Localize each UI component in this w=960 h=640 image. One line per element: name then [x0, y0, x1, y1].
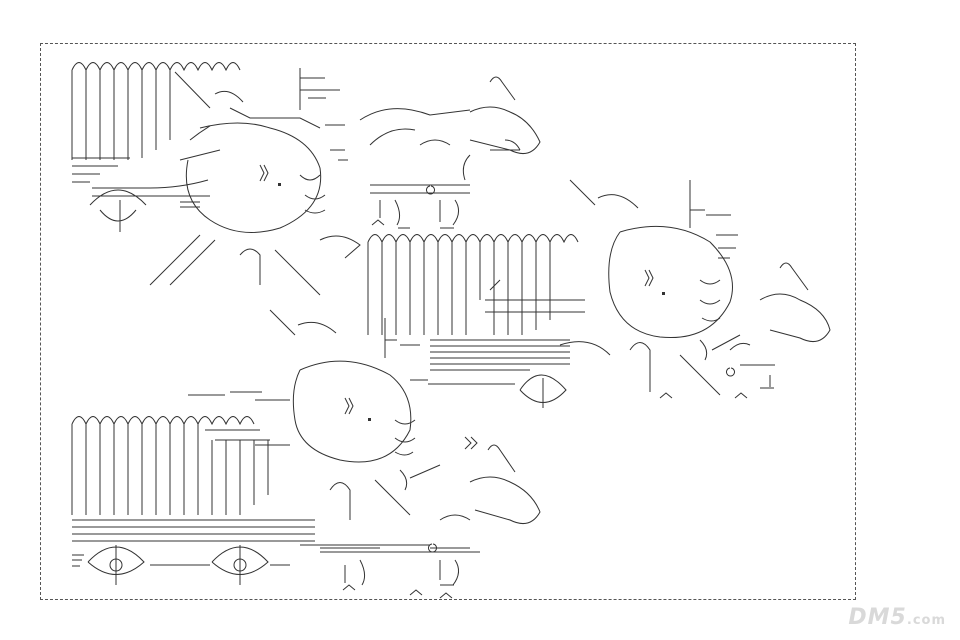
- wagon-bottom-left: [71, 416, 430, 585]
- dm5-watermark: DM5.com: [848, 605, 946, 630]
- watermark-suffix: .com: [906, 613, 946, 628]
- wagon-middle: [367, 234, 611, 408]
- character-middle: [569, 179, 748, 399]
- horse-bottom: [428, 436, 541, 586]
- panel-frame: [40, 43, 856, 600]
- bottom-wagon-detail: [320, 547, 480, 599]
- horse-top: [359, 76, 541, 229]
- character-top: [149, 68, 361, 296]
- horse-middle: [726, 262, 831, 389]
- watermark-text: DM5: [848, 605, 907, 630]
- wagon-top-left: [71, 62, 241, 232]
- character-bottom: [188, 309, 515, 520]
